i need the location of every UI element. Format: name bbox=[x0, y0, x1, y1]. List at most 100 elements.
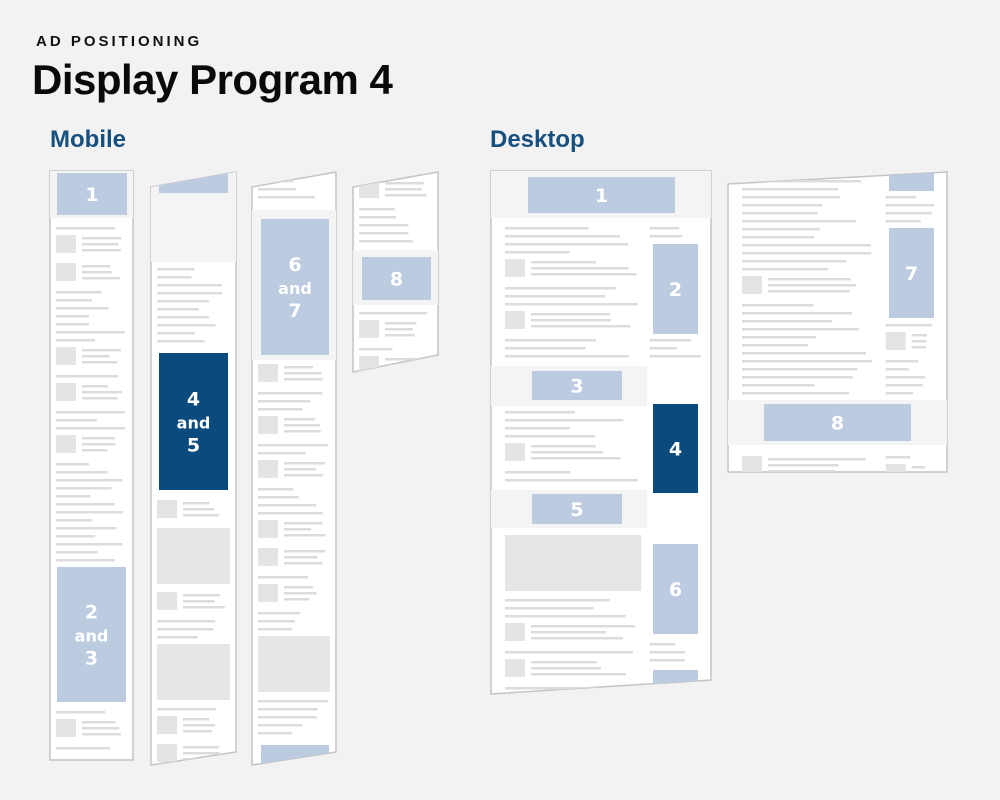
text-placeholder bbox=[505, 419, 624, 422]
text-placeholder bbox=[284, 598, 310, 601]
thumbnail-placeholder bbox=[157, 500, 177, 518]
thumbnail-placeholder bbox=[505, 311, 525, 329]
text-placeholder bbox=[56, 479, 123, 482]
image-placeholder bbox=[505, 535, 642, 591]
text-placeholder bbox=[911, 340, 927, 343]
ad-label: 7 bbox=[288, 300, 301, 322]
text-placeholder bbox=[56, 463, 89, 466]
eyebrow-label: AD POSITIONING bbox=[36, 33, 203, 50]
text-placeholder bbox=[742, 368, 858, 371]
text-placeholder bbox=[531, 261, 596, 264]
text-placeholder bbox=[505, 411, 575, 414]
text-placeholder bbox=[649, 651, 686, 654]
ad-label: 4 bbox=[187, 389, 200, 411]
text-placeholder bbox=[385, 322, 417, 325]
text-placeholder bbox=[157, 300, 209, 303]
text-placeholder bbox=[885, 204, 934, 207]
text-placeholder bbox=[531, 661, 597, 664]
text-placeholder bbox=[885, 376, 926, 379]
text-placeholder bbox=[258, 576, 308, 579]
ad-box bbox=[261, 219, 329, 355]
ad-box bbox=[764, 404, 911, 441]
thumbnail-placeholder bbox=[505, 659, 525, 677]
text-placeholder bbox=[284, 528, 312, 531]
text-placeholder bbox=[258, 444, 329, 447]
text-placeholder bbox=[56, 495, 91, 498]
text-placeholder bbox=[742, 384, 815, 387]
text-placeholder bbox=[649, 347, 678, 350]
text-placeholder bbox=[505, 479, 638, 482]
text-placeholder bbox=[82, 733, 122, 736]
thumbnail-placeholder bbox=[258, 364, 278, 382]
text-placeholder bbox=[385, 194, 427, 197]
text-placeholder bbox=[258, 408, 303, 411]
ad-label: 8 bbox=[831, 413, 844, 435]
text-placeholder bbox=[742, 228, 820, 231]
thumbnail-placeholder bbox=[56, 719, 76, 737]
text-placeholder bbox=[82, 243, 119, 246]
image-placeholder bbox=[157, 528, 230, 584]
ad-slot-partial bbox=[159, 172, 228, 193]
thumbnail-placeholder bbox=[505, 443, 525, 461]
mobile-heading: Mobile bbox=[50, 126, 126, 153]
text-placeholder bbox=[742, 352, 867, 355]
thumbnail-placeholder bbox=[742, 276, 762, 294]
text-placeholder bbox=[284, 430, 321, 433]
text-placeholder bbox=[505, 287, 617, 290]
text-placeholder bbox=[258, 700, 329, 703]
text-placeholder bbox=[742, 260, 847, 263]
ad-slot-partial bbox=[889, 172, 934, 191]
ad-box bbox=[653, 404, 698, 493]
ad-box bbox=[159, 353, 228, 490]
text-placeholder bbox=[531, 313, 611, 316]
text-placeholder bbox=[912, 478, 931, 481]
text-placeholder bbox=[885, 360, 919, 363]
text-placeholder bbox=[742, 336, 816, 339]
text-placeholder bbox=[768, 278, 851, 281]
text-placeholder bbox=[649, 355, 701, 358]
text-placeholder bbox=[82, 355, 110, 358]
desktop-heading: Desktop bbox=[490, 126, 585, 153]
ad-slot: 8 bbox=[764, 404, 911, 441]
ad-slot: 5 bbox=[532, 494, 622, 524]
text-placeholder bbox=[531, 631, 607, 634]
text-placeholder bbox=[56, 747, 111, 750]
ad-slot: 1 bbox=[57, 173, 127, 215]
thumbnail-placeholder bbox=[56, 383, 76, 401]
text-placeholder bbox=[742, 312, 852, 315]
text-placeholder bbox=[284, 378, 323, 381]
text-placeholder bbox=[531, 457, 621, 460]
text-placeholder bbox=[359, 208, 395, 211]
text-placeholder bbox=[505, 435, 596, 438]
text-placeholder bbox=[385, 358, 424, 361]
text-placeholder bbox=[56, 487, 112, 490]
ad-box bbox=[159, 172, 228, 193]
ad-box bbox=[889, 172, 934, 191]
text-placeholder bbox=[742, 360, 873, 363]
text-placeholder bbox=[742, 304, 814, 307]
text-placeholder bbox=[885, 324, 932, 327]
text-placeholder bbox=[183, 502, 210, 505]
text-placeholder bbox=[885, 212, 932, 215]
ad-box bbox=[532, 371, 622, 400]
text-placeholder bbox=[183, 606, 225, 609]
text-placeholder bbox=[505, 607, 594, 610]
ad-box bbox=[653, 244, 698, 334]
text-placeholder bbox=[359, 312, 428, 315]
thumbnail-placeholder bbox=[359, 320, 379, 338]
text-placeholder bbox=[157, 316, 209, 319]
ad-label: 3 bbox=[85, 648, 98, 670]
thumbnail-placeholder bbox=[258, 460, 278, 478]
text-placeholder bbox=[911, 346, 926, 349]
text-placeholder bbox=[284, 592, 317, 595]
text-placeholder bbox=[258, 196, 316, 199]
text-placeholder bbox=[56, 315, 89, 318]
text-placeholder bbox=[768, 284, 857, 287]
text-placeholder bbox=[183, 514, 220, 517]
text-placeholder bbox=[56, 543, 123, 546]
text-placeholder bbox=[56, 419, 97, 422]
